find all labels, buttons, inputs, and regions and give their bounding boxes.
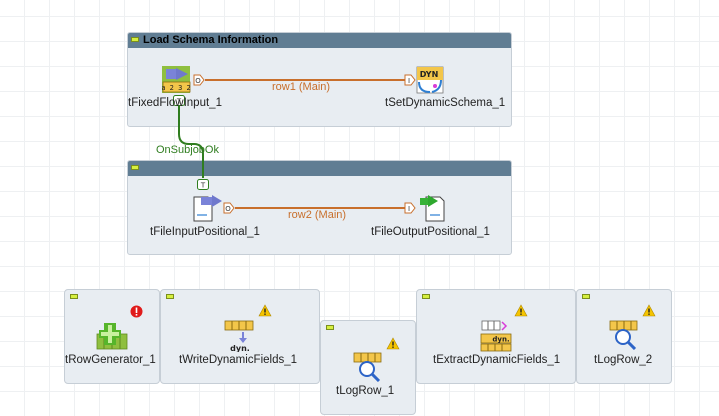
collapse-toggle[interactable] [422, 294, 430, 299]
write-dynamic-fields-icon[interactable]: dyn. [224, 320, 256, 352]
svg-text:O: O [195, 77, 201, 85]
svg-text:I: I [408, 77, 410, 85]
collapse-toggle[interactable] [131, 165, 139, 170]
onsubjobok-label[interactable]: OnSubjobOk [156, 144, 219, 156]
component-label[interactable]: tSetDynamicSchema_1 [385, 97, 506, 109]
svg-text:T: T [200, 182, 206, 190]
warning-icon[interactable] [642, 304, 656, 317]
component-label[interactable]: tLogRow_2 [594, 354, 653, 366]
svg-text:dyn.: dyn. [492, 336, 509, 344]
input-port-icon[interactable]: I [404, 202, 416, 214]
fixed-flow-input-icon[interactable]: a 2 3 2 [162, 66, 192, 94]
component-label[interactable]: tFileOutputPositional_1 [371, 226, 490, 238]
collapse-toggle[interactable] [582, 294, 590, 299]
subjob-header[interactable]: Load Schema Information [128, 33, 511, 48]
component-label[interactable]: tLogRow_1 [336, 385, 395, 397]
row2-label[interactable]: row2 (Main) [288, 209, 347, 221]
component-label[interactable]: tRowGenerator_1 [65, 354, 156, 366]
svg-text:dyn.: dyn. [230, 344, 250, 352]
file-input-positional-icon[interactable] [192, 195, 224, 223]
collapse-toggle[interactable] [131, 37, 139, 42]
tRowGenerator-card[interactable] [64, 289, 160, 384]
tExtractDynamicFields-card[interactable] [416, 289, 576, 384]
tWriteDynamicFields-card[interactable] [160, 289, 320, 384]
warning-icon[interactable] [386, 337, 400, 350]
component-label[interactable]: tFileInputPositional_1 [150, 226, 260, 238]
input-port-icon[interactable]: I [404, 74, 416, 86]
svg-text:a 2 3 2: a 2 3 2 [162, 84, 191, 92]
svg-text:O: O [225, 205, 231, 213]
extract-dynamic-fields-icon[interactable]: dyn. [480, 320, 512, 352]
component-label[interactable]: tFixedFlowInput_1 [128, 97, 222, 109]
svg-text:T: T [176, 98, 182, 106]
row-generator-icon[interactable] [96, 322, 128, 350]
svg-text:I: I [408, 205, 410, 213]
svg-text:DYN: DYN [420, 70, 439, 79]
warning-icon[interactable] [258, 304, 272, 317]
log-row-icon[interactable] [352, 352, 384, 382]
subjob-header[interactable] [128, 161, 511, 176]
onsubjobok-link[interactable] [178, 101, 204, 178]
collapse-toggle[interactable] [70, 294, 78, 299]
collapse-toggle[interactable] [326, 325, 334, 330]
subjob-title: Load Schema Information [143, 34, 279, 46]
warning-icon[interactable] [514, 304, 528, 317]
output-port-icon[interactable]: O [223, 202, 235, 214]
log-row-icon[interactable] [608, 320, 640, 350]
file-output-positional-icon[interactable] [418, 195, 448, 223]
trigger-port-icon[interactable]: T [173, 95, 185, 106]
error-icon[interactable] [130, 305, 143, 318]
row1-label[interactable]: row1 (Main) [272, 81, 331, 93]
trigger-port-icon[interactable]: T [197, 179, 209, 190]
component-label[interactable]: tWriteDynamicFields_1 [179, 354, 298, 366]
component-label[interactable]: tExtractDynamicFields_1 [433, 354, 561, 366]
collapse-toggle[interactable] [166, 294, 174, 299]
output-port-icon[interactable]: O [193, 74, 205, 86]
set-dynamic-schema-icon[interactable]: DYN [416, 66, 446, 96]
